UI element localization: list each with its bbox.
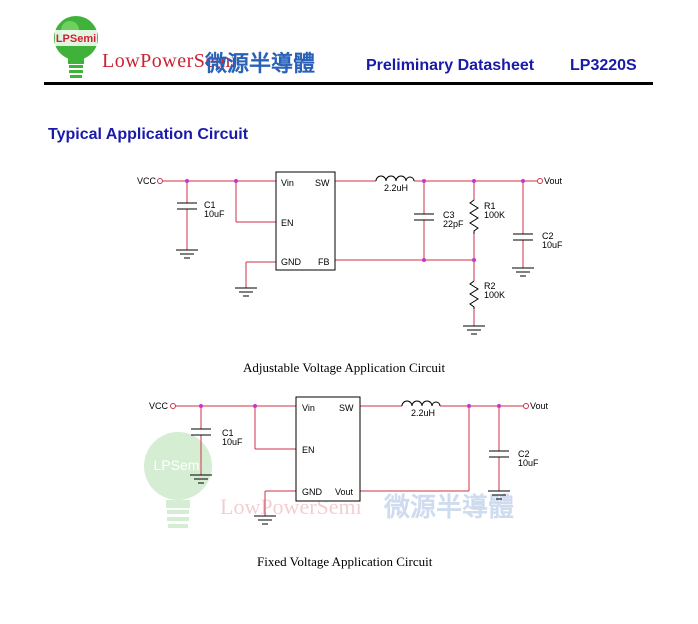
header-divider — [44, 82, 653, 85]
r1-name: R1 — [484, 201, 496, 211]
c2-value: 10uF — [542, 240, 563, 250]
doc-title: Preliminary Datasheet — [366, 57, 535, 74]
r2-name: R2 — [484, 281, 496, 291]
vout-label: Vout — [544, 176, 563, 186]
inductor-value: 2.2uH — [384, 183, 408, 193]
pin-gnd-2: GND — [302, 487, 323, 497]
lpsemi-logo: LPSemi — [54, 16, 98, 78]
r2-value: 100K — [484, 290, 505, 300]
c3-name: C3 — [443, 210, 455, 220]
c3-value: 22pF — [443, 219, 464, 229]
pin-gnd: GND — [281, 257, 302, 267]
r1-value: 100K — [484, 210, 505, 220]
adjustable-circuit-caption: Adjustable Voltage Application Circuit — [243, 360, 446, 375]
pin-vin-2: Vin — [302, 403, 315, 413]
c1-value-2: 10uF — [222, 437, 243, 447]
c2-value-2: 10uF — [518, 458, 539, 468]
watermark-logo-text: LPSemi — [153, 457, 202, 473]
fixed-circuit-diagram: VCC Vout Vin SW EN GND Vout 2.2uH C1 10u… — [149, 396, 549, 525]
pin-vout-2: Vout — [335, 487, 354, 497]
c2-name-2: C2 — [518, 449, 530, 459]
pin-fb: FB — [318, 257, 330, 267]
part-number: LP3220S — [570, 57, 637, 74]
brand-cjk: 微源半導體 — [205, 52, 316, 77]
watermark-logo: LPSemi — [144, 432, 212, 528]
inductor-value-2: 2.2uH — [411, 408, 435, 418]
pin-sw-2: SW — [339, 403, 354, 413]
vcc-label: VCC — [137, 176, 157, 186]
c1-name: C1 — [204, 200, 216, 210]
watermark-cjk: 微源半導體 — [384, 493, 515, 523]
vcc-label-2: VCC — [149, 401, 169, 411]
logo-text: LPSemi — [56, 33, 96, 45]
pin-en-2: EN — [302, 445, 315, 455]
pin-vin: Vin — [281, 178, 294, 188]
fixed-circuit-caption: Fixed Voltage Application Circuit — [257, 554, 433, 569]
vout-label-2: Vout — [530, 401, 549, 411]
c1-value: 10uF — [204, 209, 225, 219]
pin-en: EN — [281, 218, 294, 228]
c1-name-2: C1 — [222, 428, 234, 438]
brand-name: LowPowerSemi — [102, 50, 237, 72]
section-title: Typical Application Circuit — [48, 126, 249, 143]
c2-name: C2 — [542, 231, 554, 241]
adjustable-circuit-diagram: VCC Vout Vin SW EN GND FB 2.2uH C1 10uF … — [137, 171, 563, 335]
pin-sw: SW — [315, 178, 330, 188]
